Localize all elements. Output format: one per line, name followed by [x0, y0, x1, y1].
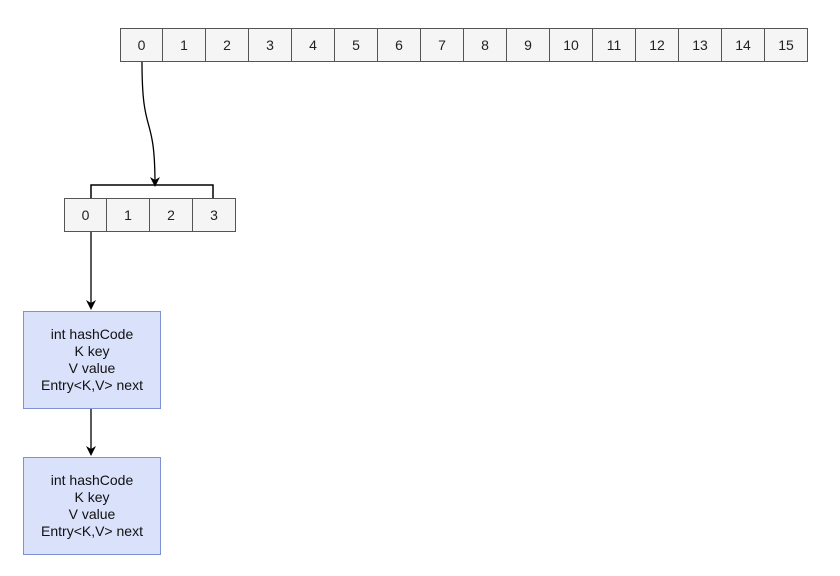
- sub-array-cell: 2: [150, 198, 193, 232]
- array-cell: 2: [206, 28, 249, 62]
- array-cell: 14: [722, 28, 765, 62]
- array-cell: 9: [507, 28, 550, 62]
- array-cell: 8: [464, 28, 507, 62]
- array-cell: 4: [292, 28, 335, 62]
- array-cell: 5: [335, 28, 378, 62]
- array-cell: 15: [765, 28, 808, 62]
- entry-node: int hashCode K key V value Entry<K,V> ne…: [23, 457, 161, 555]
- bucket-bracket: [90, 184, 214, 198]
- entry-field: V value: [68, 360, 116, 376]
- array-cell: 12: [636, 28, 679, 62]
- array-cell: 0: [120, 28, 163, 62]
- bucket-sub-array: 0 1 2 3: [64, 198, 236, 232]
- array-cell: 13: [679, 28, 722, 62]
- entry-field: Entry<K,V> next: [41, 377, 143, 393]
- sub-array-cell: 0: [64, 198, 107, 232]
- entry-field: K key: [74, 489, 110, 505]
- hash-table-array: 0 1 2 3 4 5 6 7 8 9 10 11 12 13 14 15: [120, 28, 808, 62]
- entry-node: int hashCode K key V value Entry<K,V> ne…: [23, 311, 161, 409]
- array-cell: 10: [550, 28, 593, 62]
- entry-field: K key: [74, 343, 110, 359]
- entry-field: V value: [68, 506, 116, 522]
- sub-array-cell: 3: [193, 198, 236, 232]
- array-cell: 1: [163, 28, 206, 62]
- entry-field: int hashCode: [50, 472, 134, 488]
- array-cell: 3: [249, 28, 292, 62]
- array-cell: 11: [593, 28, 636, 62]
- arrow-top-to-bucket: [141, 61, 160, 187]
- entry-field: int hashCode: [50, 326, 134, 342]
- sub-array-cell: 1: [107, 198, 150, 232]
- array-cell: 6: [378, 28, 421, 62]
- entry-field: Entry<K,V> next: [41, 523, 143, 539]
- array-cell: 7: [421, 28, 464, 62]
